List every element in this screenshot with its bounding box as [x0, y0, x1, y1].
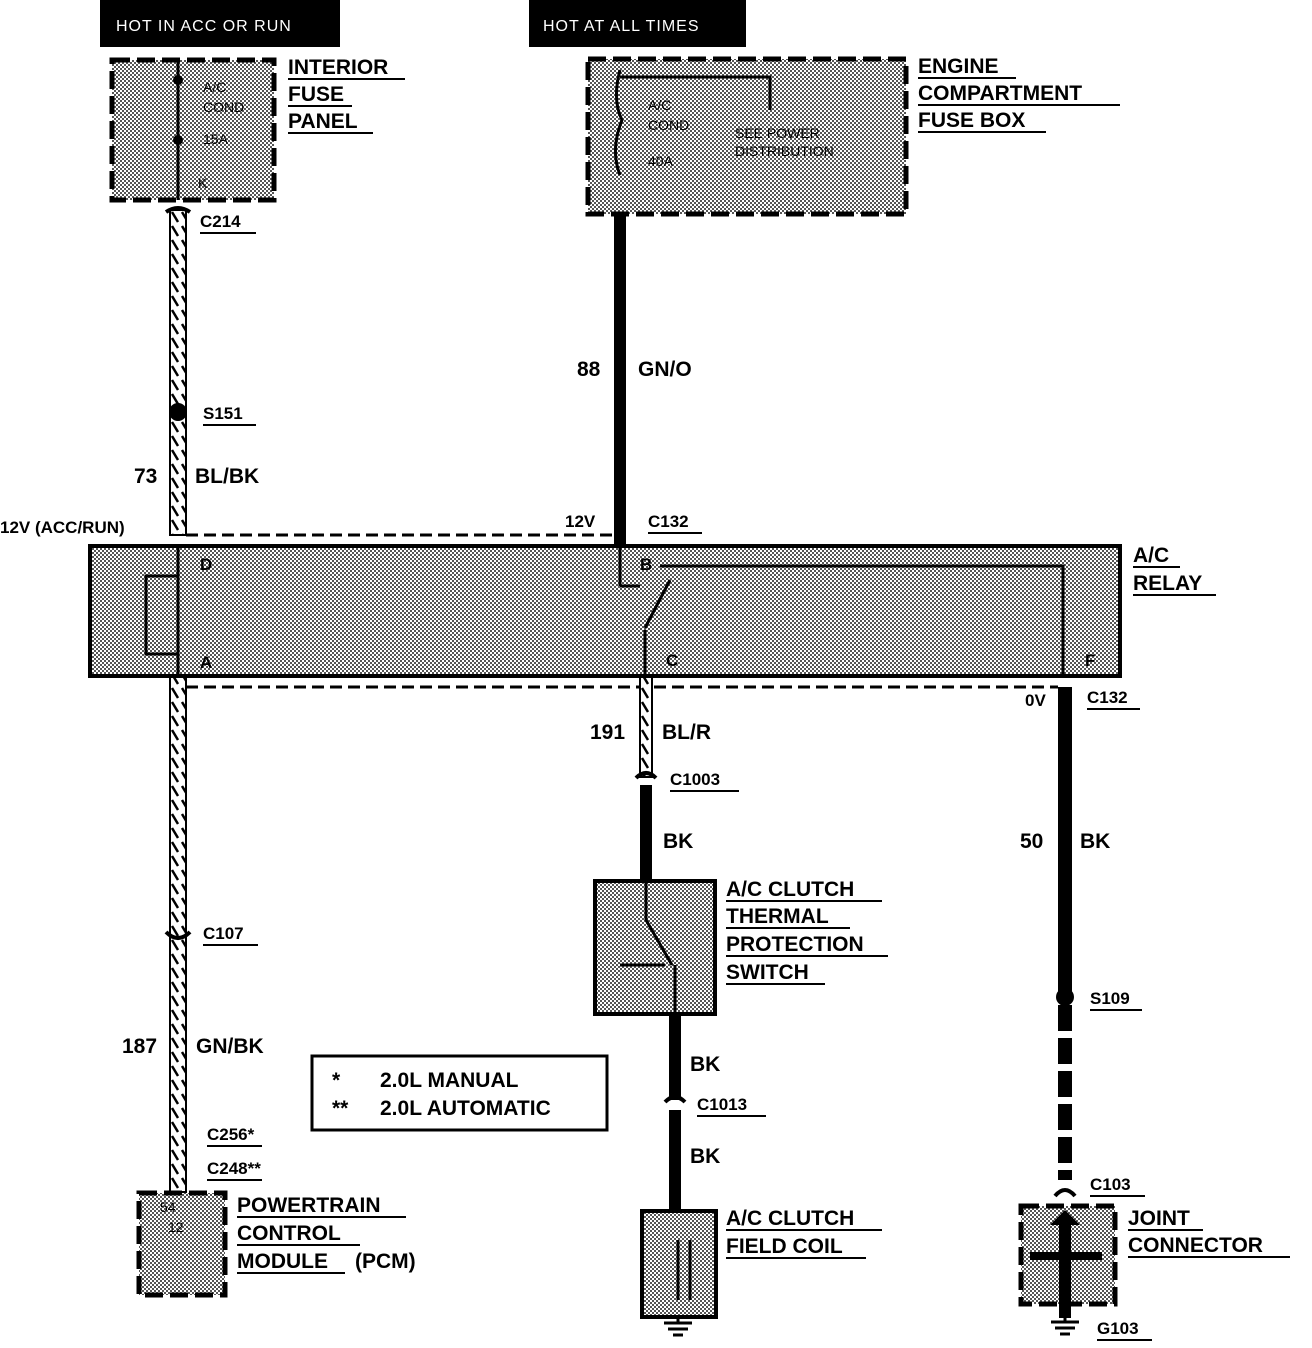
- svg-text:CONNECTOR: CONNECTOR: [1128, 1234, 1263, 1257]
- svg-text:12V: 12V: [565, 512, 596, 531]
- svg-text:A/C: A/C: [648, 97, 671, 113]
- svg-text:2.0L MANUAL: 2.0L MANUAL: [380, 1069, 519, 1092]
- svg-text:A/C: A/C: [203, 79, 226, 95]
- svg-text:0V: 0V: [1025, 691, 1046, 710]
- svg-text:A/C: A/C: [1133, 544, 1169, 567]
- svg-text:A: A: [200, 653, 212, 672]
- wire-bk-clutch: BK C1013 BK: [663, 1014, 766, 1210]
- svg-text:C103: C103: [1090, 1175, 1131, 1194]
- wire-73: C214 S151 73 BL/BK 12V (ACC/RUN): [0, 206, 259, 537]
- connector-c1013-symbol: [663, 1095, 687, 1104]
- svg-text:BL/BK: BL/BK: [195, 465, 259, 488]
- svg-text:INTERIOR: INTERIOR: [288, 56, 388, 79]
- svg-text:C1003: C1003: [670, 770, 720, 789]
- ground-icon: [1051, 1318, 1079, 1336]
- svg-text:MODULE: MODULE: [237, 1250, 328, 1273]
- svg-text:C107: C107: [203, 924, 244, 943]
- svg-text:50: 50: [1020, 830, 1043, 853]
- wire-187: C107 187 GN/BK C256* C248**: [122, 676, 264, 1193]
- svg-text:15A: 15A: [203, 131, 229, 147]
- svg-text:GN/BK: GN/BK: [196, 1035, 264, 1058]
- connector-c214-symbol: [164, 206, 192, 214]
- header-hot-all-times: HOT AT ALL TIMES: [529, 0, 746, 47]
- splice-s151-dot: [169, 403, 187, 421]
- svg-text:GN/O: GN/O: [638, 358, 692, 381]
- svg-text:C132: C132: [648, 512, 689, 531]
- engine-compartment-fuse-box: A/C COND 40A SEE POWER DISTRIBUTION ENGI…: [585, 55, 1120, 217]
- svg-text:*: *: [332, 1069, 341, 1092]
- svg-text:54: 54: [160, 1199, 176, 1215]
- svg-text:A/C CLUTCH: A/C CLUTCH: [726, 878, 854, 901]
- svg-text:K: K: [198, 175, 208, 191]
- splice-s109-dot: [1056, 988, 1074, 1006]
- svg-text:2.0L AUTOMATIC: 2.0L AUTOMATIC: [380, 1097, 551, 1120]
- svg-text:JOINT: JOINT: [1128, 1207, 1190, 1230]
- svg-text:BK: BK: [690, 1145, 720, 1168]
- svg-text:C1013: C1013: [697, 1095, 747, 1114]
- svg-text:G103: G103: [1097, 1319, 1139, 1338]
- svg-text:POWERTRAIN: POWERTRAIN: [237, 1194, 381, 1217]
- header-hot-acc-run: HOT IN ACC OR RUN: [100, 0, 340, 47]
- wire-88: 88 GN/O 12V C132: [565, 214, 702, 545]
- svg-text:SEE POWER: SEE POWER: [735, 125, 820, 141]
- ground-icon: [664, 1317, 692, 1337]
- svg-text:COND: COND: [648, 117, 689, 133]
- svg-text:DISTRIBUTION: DISTRIBUTION: [735, 143, 834, 159]
- field-coil: A/C CLUTCH FIELD COIL: [640, 1207, 882, 1337]
- svg-text:BK: BK: [690, 1053, 720, 1076]
- svg-text:A/C CLUTCH: A/C CLUTCH: [726, 1207, 854, 1230]
- svg-text:HOT AT ALL TIMES: HOT AT ALL TIMES: [543, 18, 700, 35]
- svg-text:S109: S109: [1090, 989, 1130, 1008]
- svg-text:FIELD COIL: FIELD COIL: [726, 1235, 843, 1258]
- svg-text:RELAY: RELAY: [1133, 572, 1202, 595]
- connector-c103-symbol: [1053, 1188, 1077, 1198]
- svg-text:FUSE BOX: FUSE BOX: [918, 109, 1025, 132]
- svg-text:73: 73: [134, 465, 157, 488]
- svg-text:BL/R: BL/R: [662, 721, 711, 744]
- svg-text:**: **: [332, 1097, 349, 1120]
- powertrain-control-module: 54 12 POWERTRAIN CONTROL MODULE (PCM): [136, 1190, 416, 1298]
- svg-text:COMPARTMENT: COMPARTMENT: [918, 82, 1082, 105]
- svg-text:40A: 40A: [648, 153, 674, 169]
- svg-text:C: C: [666, 651, 678, 670]
- wire-191: 191 BL/R C1003 BK: [590, 676, 739, 881]
- svg-text:BK: BK: [1080, 830, 1110, 853]
- svg-text:ENGINE: ENGINE: [918, 55, 999, 78]
- thermal-protection-switch: A/C CLUTCH THERMAL PROTECTION SWITCH: [593, 878, 888, 1016]
- svg-text:(PCM): (PCM): [355, 1250, 416, 1273]
- ac-relay: D A B C F A/C RELAY: [88, 544, 1216, 678]
- svg-text:PANEL: PANEL: [288, 110, 358, 133]
- svg-text:C214: C214: [200, 212, 241, 231]
- svg-text:PROTECTION: PROTECTION: [726, 933, 864, 956]
- svg-text:12V (ACC/RUN): 12V (ACC/RUN): [0, 518, 125, 537]
- svg-text:BK: BK: [663, 830, 693, 853]
- relay-coil-icon: [144, 574, 180, 656]
- svg-text:FUSE: FUSE: [288, 83, 344, 106]
- svg-text:SWITCH: SWITCH: [726, 961, 809, 984]
- joint-connector: JOINT CONNECTOR G103: [1018, 1203, 1290, 1341]
- svg-text:D: D: [200, 555, 212, 574]
- svg-text:S151: S151: [203, 404, 243, 423]
- svg-text:12: 12: [168, 1219, 184, 1235]
- connector-c1003-symbol: [634, 771, 658, 780]
- svg-text:C248**: C248**: [207, 1159, 261, 1178]
- svg-text:C256*: C256*: [207, 1125, 255, 1144]
- svg-text:187: 187: [122, 1035, 157, 1058]
- wire-50: 0V C132 50 BK S109 C103: [1020, 687, 1145, 1198]
- connector-c107-symbol: [164, 930, 192, 940]
- relay-switch-icon: [620, 579, 672, 676]
- svg-text:191: 191: [590, 721, 625, 744]
- svg-text:THERMAL: THERMAL: [726, 905, 829, 928]
- svg-text:COND: COND: [203, 99, 244, 115]
- svg-text:F: F: [1085, 651, 1095, 670]
- legend: * 2.0L MANUAL ** 2.0L AUTOMATIC: [310, 1054, 609, 1132]
- svg-text:B: B: [640, 555, 652, 574]
- svg-text:88: 88: [577, 358, 601, 381]
- svg-text:CONTROL: CONTROL: [237, 1222, 341, 1245]
- interior-fuse-panel: A/C COND 15A K INTERIOR FUSE PANEL: [109, 56, 405, 203]
- svg-text:C132: C132: [1087, 688, 1128, 707]
- svg-text:HOT IN ACC OR RUN: HOT IN ACC OR RUN: [116, 18, 292, 35]
